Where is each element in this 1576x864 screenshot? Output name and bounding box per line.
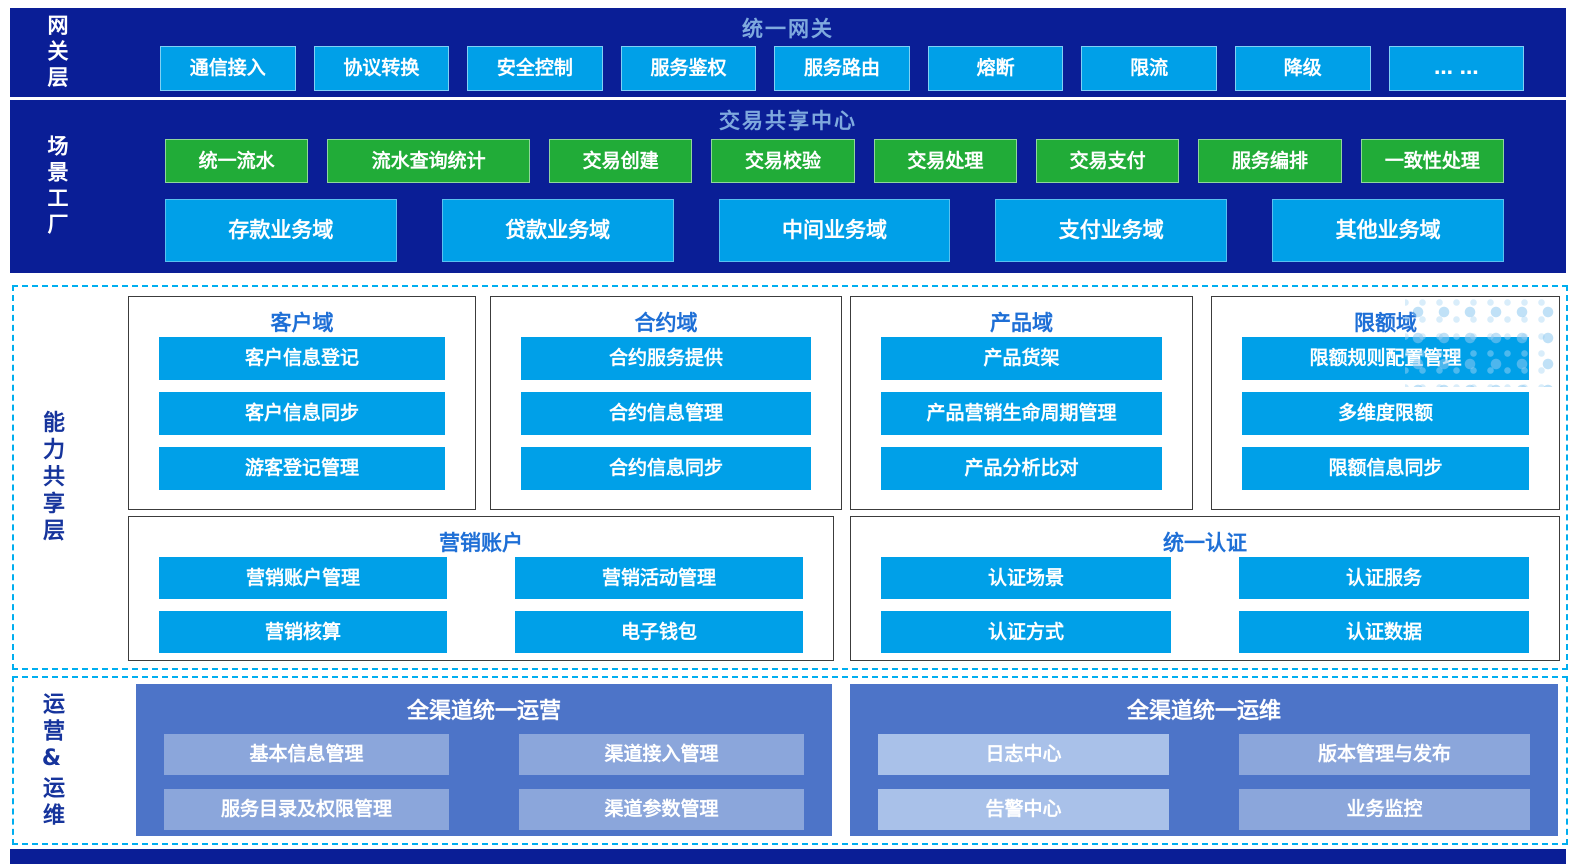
service-flow-query-stats: 流水查询统计 — [327, 139, 531, 183]
group-unified-auth: 统一认证 认证场景 认证服务 认证方式 认证数据 — [850, 516, 1560, 661]
capability-item-contract-manage: 合约信息管理 — [521, 392, 811, 435]
transaction-services-row: 统一流水 流水查询统计 交易创建 交易校验 交易处理 交易支付 服务编排 一致性… — [165, 139, 1504, 183]
gateway-item-protocol-convert: 协议转换 — [313, 46, 450, 91]
block-omnichannel-operations: 全渠道统一运营 基本信息管理 渠道接入管理 服务目录及权限管理 渠道参数管理 — [136, 684, 832, 836]
capability-item-product-shelf: 产品货架 — [881, 337, 1162, 380]
business-domains-row: 存款业务域 贷款业务域 中间业务域 支付业务域 其他业务域 — [165, 199, 1504, 262]
ops-item-business-monitor: 业务监控 — [1239, 789, 1530, 830]
gateway-item-degrade: 降级 — [1234, 46, 1371, 91]
domain-loan: 贷款业务域 — [441, 199, 674, 262]
service-unified-flow: 统一流水 — [165, 139, 309, 183]
ops-item-basic-info-manage: 基本信息管理 — [164, 734, 449, 775]
group-items: 客户信息登记 客户信息同步 游客登记管理 — [129, 337, 475, 490]
domain-intermediary: 中间业务域 — [718, 199, 951, 262]
block-omnichannel-maintenance: 全渠道统一运维 日志中心 版本管理与发布 告警中心 业务监控 — [850, 684, 1558, 836]
block-title: 全渠道统一运维 — [1126, 699, 1281, 724]
ops-item-log-center: 日志中心 — [878, 734, 1169, 775]
group-title: 合约域 — [634, 311, 698, 335]
capability-item-contract-sync: 合约信息同步 — [521, 447, 811, 490]
capability-layer-label: 能力共享层 — [39, 410, 64, 545]
group-title: 客户域 — [270, 311, 334, 335]
group-title: 统一认证 — [1163, 531, 1247, 555]
service-orchestration: 服务编排 — [1198, 139, 1342, 183]
capability-item-quota-sync: 限额信息同步 — [1242, 447, 1529, 490]
group-items: 合约服务提供 合约信息管理 合约信息同步 — [491, 337, 841, 490]
group-marketing-account: 营销账户 营销账户管理 营销活动管理 营销核算 电子钱包 — [128, 516, 834, 661]
ops-layer-label: 运营&运维 — [39, 691, 64, 830]
scenario-factory-label: 场景工厂 — [45, 134, 69, 239]
capability-item-auth-data: 认证数据 — [1239, 611, 1529, 653]
gateway-item-ellipsis: … … — [1388, 46, 1525, 91]
capability-item-quota-multidim: 多维度限额 — [1242, 392, 1529, 435]
group-items: 限额规则配置管理 多维度限额 限额信息同步 — [1212, 337, 1559, 490]
capability-item-product-analysis: 产品分析比对 — [881, 447, 1162, 490]
block-items: 日志中心 版本管理与发布 告警中心 业务监控 — [850, 734, 1558, 830]
group-customer-domain: 客户域 客户信息登记 客户信息同步 游客登记管理 — [128, 296, 476, 510]
ops-item-alert-center: 告警中心 — [878, 789, 1169, 830]
scenario-factory-band: 场景工厂 交易共享中心 统一流水 流水查询统计 交易创建 交易校验 交易处理 交… — [10, 100, 1566, 273]
gateway-item-service-routing: 服务路由 — [774, 46, 910, 91]
service-txn-process: 交易处理 — [873, 139, 1017, 183]
service-txn-create: 交易创建 — [549, 139, 693, 183]
bottom-navy-bar — [10, 849, 1566, 864]
capability-item-marketing-activity: 营销活动管理 — [515, 557, 803, 599]
gateway-item-circuit-breaker: 熔断 — [927, 46, 1064, 91]
group-title: 产品域 — [990, 311, 1053, 335]
transaction-center-title: 交易共享中心 — [719, 109, 857, 133]
gateway-items-row: 通信接入 协议转换 安全控制 服务鉴权 服务路由 熔断 限流 降级 … … — [160, 46, 1525, 91]
ops-maintenance-band: 运营&运维 全渠道统一运营 基本信息管理 渠道接入管理 服务目录及权限管理 渠道… — [12, 676, 1568, 845]
capability-item-ewallet: 电子钱包 — [515, 611, 803, 653]
capability-item-product-lifecycle: 产品营销生命周期管理 — [881, 392, 1162, 435]
capability-item-customer-register: 客户信息登记 — [159, 337, 445, 380]
capability-item-customer-sync: 客户信息同步 — [159, 392, 445, 435]
gateway-layer-label: 网关层 — [45, 13, 69, 92]
capability-item-auth-scene: 认证场景 — [881, 557, 1171, 599]
gateway-item-service-auth: 服务鉴权 — [620, 46, 757, 91]
group-items: 认证场景 认证服务 认证方式 认证数据 — [851, 557, 1559, 653]
domain-other: 其他业务域 — [1272, 199, 1504, 262]
gateway-item-comm-access: 通信接入 — [160, 46, 296, 91]
gateway-item-security-control: 安全控制 — [467, 46, 603, 91]
domain-payment: 支付业务域 — [995, 199, 1228, 262]
capability-sharing-band: 能力共享层 客户域 客户信息登记 客户信息同步 游客登记管理 合约域 合约服务提… — [12, 285, 1568, 670]
ops-item-channel-params: 渠道参数管理 — [519, 789, 804, 830]
ops-item-release-manage: 版本管理与发布 — [1239, 734, 1530, 775]
capability-item-contract-service: 合约服务提供 — [521, 337, 811, 380]
gateway-layer-band: 网关层 统一网关 通信接入 协议转换 安全控制 服务鉴权 服务路由 熔断 限流 … — [10, 8, 1566, 97]
gateway-title: 统一网关 — [742, 17, 834, 41]
ops-item-service-catalog-perm: 服务目录及权限管理 — [164, 789, 449, 830]
group-product-domain: 产品域 产品货架 产品营销生命周期管理 产品分析比对 — [850, 296, 1193, 510]
gateway-item-rate-limit: 限流 — [1081, 46, 1217, 91]
service-txn-verify: 交易校验 — [711, 139, 855, 183]
service-consistency: 一致性处理 — [1360, 139, 1504, 183]
capability-item-auth-service: 认证服务 — [1239, 557, 1529, 599]
group-items: 产品货架 产品营销生命周期管理 产品分析比对 — [851, 337, 1192, 490]
group-contract-domain: 合约域 合约服务提供 合约信息管理 合约信息同步 — [490, 296, 842, 510]
domain-deposit: 存款业务域 — [165, 199, 397, 262]
capability-item-auth-method: 认证方式 — [881, 611, 1171, 653]
block-items: 基本信息管理 渠道接入管理 服务目录及权限管理 渠道参数管理 — [136, 734, 832, 830]
group-quota-domain: 限额域 限额规则配置管理 多维度限额 限额信息同步 — [1211, 296, 1560, 510]
group-title: 营销账户 — [439, 531, 523, 555]
block-title: 全渠道统一运营 — [406, 699, 561, 724]
group-title: 限额域 — [1354, 311, 1417, 335]
group-items: 营销账户管理 营销活动管理 营销核算 电子钱包 — [129, 557, 833, 653]
ops-item-channel-access: 渠道接入管理 — [519, 734, 804, 775]
service-txn-payment: 交易支付 — [1036, 139, 1180, 183]
capability-item-quota-rule-config: 限额规则配置管理 — [1242, 337, 1529, 380]
capability-item-marketing-accounting: 营销核算 — [159, 611, 447, 653]
capability-item-guest-register: 游客登记管理 — [159, 447, 445, 490]
capability-item-marketing-account-manage: 营销账户管理 — [159, 557, 447, 599]
